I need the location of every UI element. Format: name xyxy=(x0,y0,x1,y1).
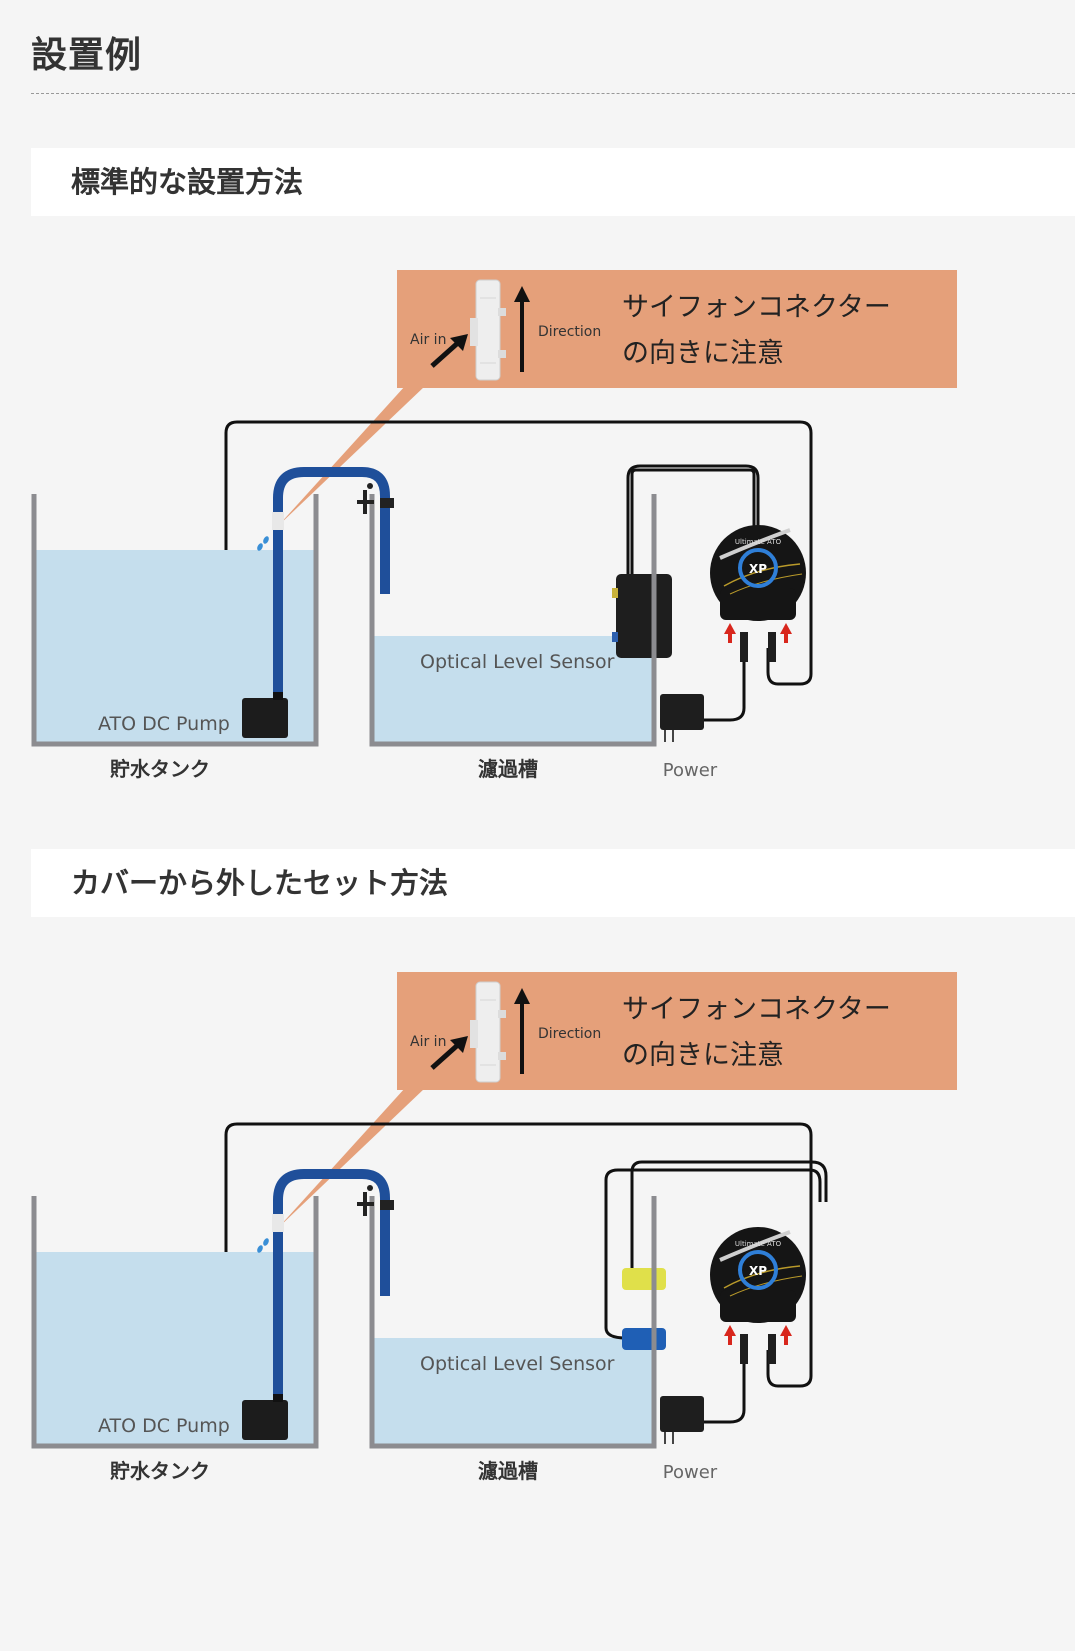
insert-arrow-icon xyxy=(724,1325,792,1345)
water-drops-icon xyxy=(257,1238,269,1253)
direction-label: Direction xyxy=(538,324,601,340)
power-label: Power xyxy=(663,1462,718,1483)
svg-text:Ultimate ATO: Ultimate ATO xyxy=(735,1240,782,1248)
power-adapter-icon xyxy=(660,694,704,742)
optical-sensor-icon xyxy=(612,464,760,658)
siphon-connector-icon xyxy=(470,279,506,381)
svg-text:Ultimate ATO: Ultimate ATO xyxy=(735,538,782,546)
callout-note-line1: サイフォンコネクター xyxy=(622,292,891,323)
page-title: 設置例 xyxy=(31,35,143,76)
sump-water xyxy=(372,1338,654,1444)
power-adapter-icon xyxy=(660,1396,704,1444)
sensor-label: Optical Level Sensor xyxy=(420,1353,615,1375)
direction-label: Direction xyxy=(538,1026,601,1042)
air-in-label: Air in xyxy=(410,1034,446,1050)
diagram-svg: Air in Direction サイフォンコネクター の向きに注意 ATO D… xyxy=(31,972,957,1483)
sump-label: 濾過槽 xyxy=(478,757,538,781)
diagram-standard-installation: Air in Direction サイフォンコネクター の向きに注意 ATO D… xyxy=(30,268,1020,828)
direction-arrow-icon xyxy=(514,988,530,1074)
hose-clip-icon xyxy=(357,483,394,514)
callout-note-line2: の向きに注意 xyxy=(622,1040,784,1071)
pump-cable xyxy=(224,420,813,706)
air-in-label: Air in xyxy=(410,332,446,348)
callout-note-line2: の向きに注意 xyxy=(622,338,784,369)
controller-plugs-icon xyxy=(740,1334,776,1364)
section-heading: 標準的な設置方法 xyxy=(71,165,304,199)
insert-arrow-icon xyxy=(724,623,792,643)
hose-clip-icon xyxy=(357,1185,394,1216)
section-header-standard: 標準的な設置方法 xyxy=(31,148,1075,216)
siphon-connector xyxy=(272,1214,284,1232)
air-in-arrow-icon xyxy=(430,334,468,368)
power-cable xyxy=(700,1364,746,1424)
direction-arrow-icon xyxy=(514,286,530,372)
ato-hose xyxy=(273,1169,390,1410)
svg-text:XP: XP xyxy=(749,562,767,576)
reservoir-label: 貯水タンク xyxy=(110,1459,210,1483)
siphon-connector xyxy=(272,512,284,530)
diagram-uncovered-installation: Air in Direction サイフォンコネクター の向きに注意 ATO D… xyxy=(30,970,1020,1530)
sensor-label: Optical Level Sensor xyxy=(420,651,615,673)
pump-label: ATO DC Pump xyxy=(98,1415,230,1437)
section-header-uncovered: カバーから外したセット方法 xyxy=(31,849,1075,917)
water-drops-icon xyxy=(257,536,269,551)
diagram-svg: Air in Direction サイフォンコネクター の向きに注意 ATO D… xyxy=(31,270,957,781)
ato-pump-icon xyxy=(242,1394,288,1440)
callout-pointer xyxy=(278,1088,425,1228)
sump-water xyxy=(372,636,654,742)
reservoir-tank xyxy=(31,494,319,747)
power-label: Power xyxy=(663,760,718,781)
reservoir-label: 貯水タンク xyxy=(110,757,210,781)
reservoir-tank xyxy=(31,1196,319,1449)
section-heading: カバーから外したセット方法 xyxy=(71,866,449,900)
ato-controller-icon: XP Ultimate ATO xyxy=(710,525,806,621)
callout-pointer xyxy=(278,386,425,526)
sump-label: 濾過槽 xyxy=(478,1459,538,1483)
pump-cable xyxy=(224,1122,813,1408)
ato-hose xyxy=(273,467,390,708)
ato-controller-icon: XP Ultimate ATO xyxy=(710,1227,806,1323)
siphon-connector-icon xyxy=(470,981,506,1083)
svg-text:XP: XP xyxy=(749,1264,767,1278)
ato-pump-icon xyxy=(242,692,288,738)
controller-plugs-icon xyxy=(740,632,776,662)
air-in-arrow-icon xyxy=(430,1036,468,1070)
pump-label: ATO DC Pump xyxy=(98,713,230,735)
callout-note-line1: サイフォンコネクター xyxy=(622,994,891,1025)
title-divider xyxy=(31,93,1075,94)
power-cable xyxy=(700,662,746,722)
